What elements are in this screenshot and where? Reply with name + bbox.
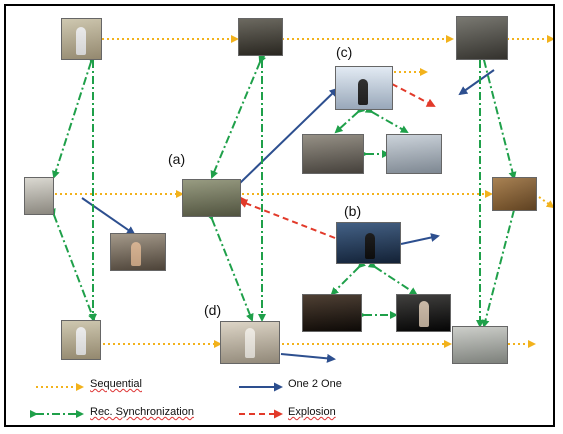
legend-explosion-label: Explosion [288,406,336,418]
legend-sync-label: Rec. Synchronization [90,406,194,418]
video-thumb-mid-right [492,177,537,211]
legend-sequential-label: Sequential [90,378,142,390]
legend-swatches [30,382,283,419]
sync-connectors [48,53,520,328]
video-thumb-d [220,321,280,364]
legend-one2one-label: One 2 One [288,378,342,390]
node-label-a: (a) [168,151,186,167]
explosion-c [391,83,436,107]
diagram-frame: (a) (b) (c) (d) Sequential One 2 One Rec… [4,4,555,427]
sequential-connectors [55,35,553,348]
video-thumb-top-right [456,16,508,60]
video-thumb-a [182,179,241,217]
sync-right-lower [481,203,520,328]
sync-mid-lower [206,211,254,322]
video-thumb-bottom-right [452,326,508,364]
sync-b-left [330,259,367,296]
node-label-d: (d) [204,302,222,318]
video-thumb-top-left [61,18,102,60]
sync-c-left [334,105,366,134]
sync-b-right [367,260,418,296]
connector-layer [30,35,553,419]
video-thumb-mid-left [24,177,54,215]
sync-c-right [364,105,409,133]
video-thumb-c-right [386,134,442,174]
sync-left-upper [52,55,97,179]
video-thumb-top-mid [238,18,283,56]
video-thumb-b-right [396,294,451,332]
node-label-b: (b) [344,203,362,219]
o2o-left [81,197,136,236]
video-thumb-left-lower [110,233,166,271]
sync-left-lower [48,207,96,322]
video-thumb-b-left [302,294,362,332]
sync-right-upper [478,53,517,180]
o2o-d [280,353,336,363]
node-label-c: (c) [336,44,353,60]
video-thumb-bottom-left [61,320,101,360]
seq-mid-3 [538,196,553,209]
sync-mid-upper [210,54,267,179]
explosion-connectors [238,83,436,239]
video-thumb-b [336,222,401,264]
video-thumb-c [335,66,393,110]
o2o-b [400,233,440,245]
explosion-b-a [238,199,336,239]
video-thumb-c-left [302,134,364,174]
